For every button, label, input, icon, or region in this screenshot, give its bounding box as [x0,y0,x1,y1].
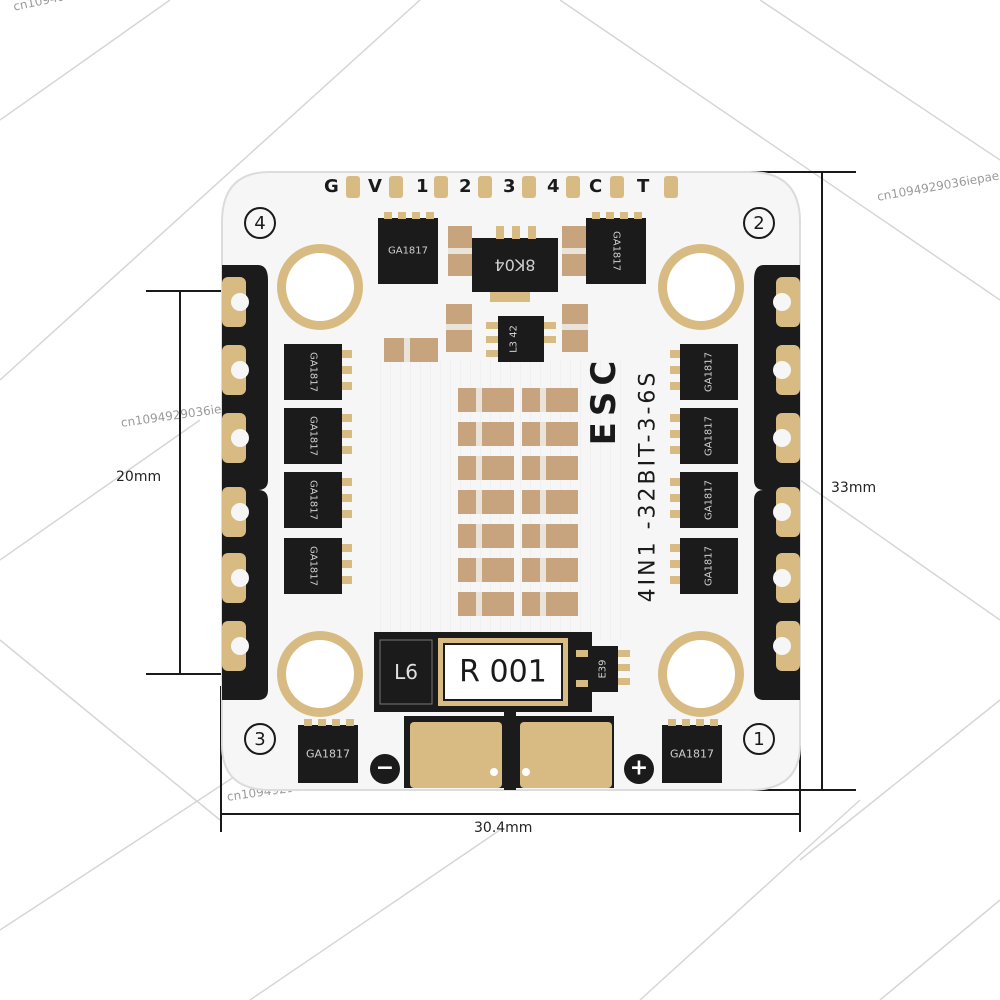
dimension-width-label: 30.4mm [474,820,533,836]
mosfet-label-left-2: GA1817 [307,415,319,457]
bottom-mosfets [298,719,722,783]
mosfet-label-bottom-right: GA1817 [669,747,715,761]
negative-label: − [375,755,395,781]
left-mosfets [284,344,342,594]
corner-number-4: 4 [244,207,276,239]
dimension-mount-spacing-label: 20mm [116,469,162,485]
signal-pad-label-2: 2 [459,176,472,197]
mosfet-label-left-1: GA1817 [307,351,319,393]
small-ic [498,316,544,362]
corner-number-2: 2 [743,207,775,239]
inductor-label: L6 [394,660,418,684]
signal-pad-label-g: G [324,176,339,197]
right-mosfets [680,344,738,594]
mosfet-label-left-4: GA1817 [307,545,319,587]
signal-pad-label-1: 1 [416,176,429,197]
left-motor-pads [222,277,246,671]
small-ic-label: L3 42 [508,325,520,353]
mounting-holes [277,244,744,717]
shunt-label: R 001 [459,654,547,690]
signal-pad-label-t: T [637,176,650,197]
sot-label: E39 [597,659,609,679]
signal-pad-row [346,176,678,198]
top-capacitors [384,226,588,362]
model-label: 4IN1 -32BIT-3-6S [635,369,661,603]
mosfet-label-bottom-left: GA1817 [305,747,351,761]
mosfet-label-right-1: GA1817 [703,351,715,393]
top-mosfets [378,212,646,284]
capacitor-bank [458,388,578,616]
shunt-resistor [374,632,592,712]
regulator-label: 8K04 [494,255,536,275]
mosfet-label-left-3: GA1817 [307,479,319,521]
esc-label: ESC [584,354,624,446]
mosfet-label-right-4: GA1817 [703,545,715,587]
corner-number-3: 3 [244,723,276,755]
mosfet-label-right-3: GA1817 [703,479,715,521]
mosfet-label-right-2: GA1817 [703,415,715,457]
dimension-height-label: 33mm [831,480,877,496]
sot-chip [588,646,618,692]
positive-marker [624,754,654,784]
battery-pads [404,712,614,790]
regulator-chip [472,238,558,292]
signal-pad-label-v: V [368,176,382,197]
mosfet-label-top-left: GA1817 [387,245,429,257]
negative-marker [370,754,400,784]
positive-label: + [629,755,649,781]
mosfet-label-top-right: GA1817 [610,230,622,272]
signal-pad-label-c: C [589,176,603,197]
signal-pad-label-3: 3 [503,176,516,197]
corner-number-1: 1 [743,723,775,755]
signal-pad-label-4: 4 [547,176,560,197]
